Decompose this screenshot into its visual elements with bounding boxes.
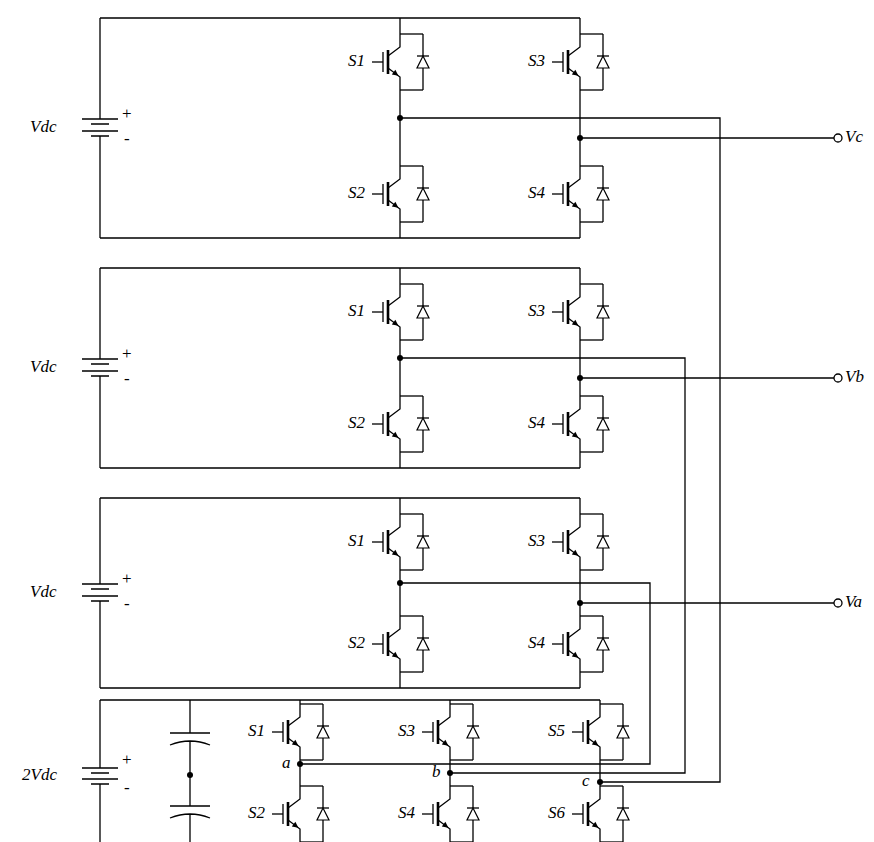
capacitor-symbol: [170, 700, 210, 842]
inverter-wiring: [100, 700, 600, 842]
switch-label: S1: [248, 721, 265, 741]
igbt-symbol: [372, 396, 429, 452]
phase-wire: [400, 358, 685, 773]
source-label: Vdc: [30, 582, 56, 602]
switch-label: S2: [348, 633, 365, 653]
igbt-symbol: [372, 34, 429, 90]
output-wire: [580, 602, 834, 603]
output-wire: [580, 377, 834, 378]
igbt-symbol: [552, 34, 609, 90]
phase-node-label: b: [432, 762, 441, 782]
igbt-symbol: [372, 166, 429, 222]
output-wire: [580, 137, 834, 138]
switch-label: S4: [528, 413, 545, 433]
igbt-symbol: [422, 786, 479, 842]
switch-label: S5: [548, 721, 565, 741]
phase-node-label: a: [282, 753, 291, 773]
switch-label: S4: [528, 183, 545, 203]
switch-label: S3: [528, 531, 545, 551]
switch-label: S6: [548, 803, 565, 823]
igbt-symbol: [552, 616, 609, 672]
switch-label: S2: [348, 413, 365, 433]
polarity-sign: -: [124, 778, 130, 798]
source-label: Vdc: [30, 357, 56, 377]
junction-dots: [187, 115, 603, 785]
polarity-sign: +: [122, 104, 132, 124]
source-label: Vdc: [30, 117, 56, 137]
igbt-symbol: [372, 616, 429, 672]
igbt-symbol: [552, 396, 609, 452]
switch-label: S2: [348, 183, 365, 203]
igbt-symbol: [272, 704, 329, 760]
igbt-symbol: [372, 514, 429, 570]
output-terminal-label: Vc: [845, 127, 863, 147]
switch-label: S4: [398, 803, 415, 823]
igbt-symbol: [572, 704, 629, 760]
output-terminals: [834, 134, 842, 607]
igbt-symbol: [272, 786, 329, 842]
igbt-symbol: [552, 284, 609, 340]
phase-node-label: c: [582, 771, 590, 791]
battery-symbol: [82, 359, 118, 376]
bridge-wiring: [100, 268, 580, 468]
igbt-symbol: [422, 704, 479, 760]
output-terminal-label: Va: [845, 592, 862, 612]
igbt-symbol: [372, 284, 429, 340]
bridge-wiring: [100, 18, 580, 238]
battery-symbol: [82, 768, 118, 784]
switch-label: S1: [348, 51, 365, 71]
phase-wire: [300, 583, 650, 764]
polarity-sign: +: [122, 344, 132, 364]
switch-label: S2: [248, 803, 265, 823]
switch-label: S1: [348, 531, 365, 551]
battery-symbol: [82, 584, 118, 601]
bridge-wiring: [100, 498, 580, 688]
igbt-symbol: [552, 166, 609, 222]
output-terminal-label: Vb: [845, 367, 864, 387]
switch-label: S4: [528, 633, 545, 653]
switch-label: S1: [348, 301, 365, 321]
battery-symbol: [82, 119, 118, 136]
polarity-sign: -: [124, 594, 130, 614]
igbt-symbol: [552, 514, 609, 570]
igbt-symbol: [572, 786, 629, 842]
polarity-sign: -: [124, 129, 130, 149]
source-label: 2Vdc: [22, 765, 57, 785]
switch-label: S3: [528, 51, 545, 71]
polarity-sign: +: [122, 750, 132, 770]
switch-label: S3: [528, 301, 545, 321]
phase-wire: [400, 118, 720, 782]
switch-label: S3: [398, 721, 415, 741]
polarity-sign: -: [124, 369, 130, 389]
polarity-sign: +: [122, 569, 132, 589]
